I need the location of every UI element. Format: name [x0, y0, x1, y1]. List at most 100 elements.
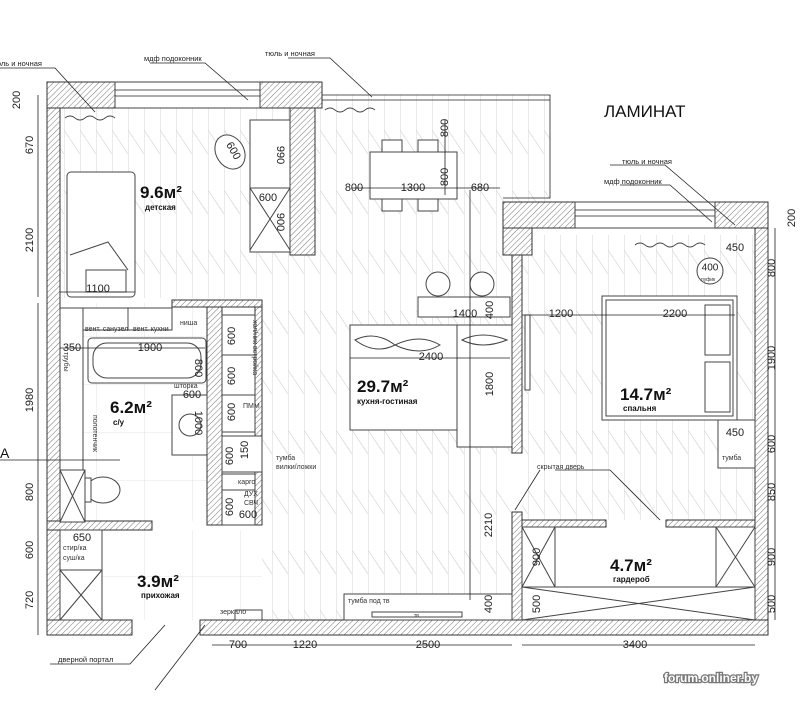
dim: 2100 — [24, 228, 36, 252]
desk-chair — [214, 134, 246, 170]
dim: 650 — [73, 532, 91, 544]
dim: 2210 — [483, 513, 495, 537]
note: СВЧ — [244, 500, 258, 507]
hall-area: 3.9м² — [137, 572, 179, 591]
dim: 1220 — [293, 639, 317, 651]
dim: 400 — [483, 595, 495, 613]
watermark: forum.onliner.by — [664, 671, 758, 685]
dim: 800 — [192, 359, 204, 377]
dim: 600 — [224, 498, 236, 516]
dim: 900 — [766, 548, 778, 566]
dim: 600 — [259, 192, 277, 204]
note: полотенчик — [91, 415, 98, 453]
note: вилки/ложки — [276, 464, 316, 471]
dim: 1300 — [401, 182, 425, 194]
note: вент. кухни — [133, 326, 169, 333]
bathtub — [87, 337, 207, 384]
dim: 600 — [226, 327, 238, 345]
walls — [46, 81, 769, 636]
dim: 200 — [11, 91, 23, 109]
note: ниша — [180, 320, 197, 327]
kids-area: 9.6м² — [140, 183, 182, 202]
dim: 1100 — [86, 283, 110, 295]
note: скрытая дверь — [537, 464, 585, 471]
bath-area: 6.2м² — [110, 398, 152, 417]
dimension-lines — [0, 57, 776, 691]
dim: 680 — [471, 182, 489, 194]
dim: 2400 — [419, 351, 443, 363]
note: хол/ник встройка — [251, 320, 259, 375]
note: трубы — [62, 352, 70, 372]
dim: 500 — [531, 595, 543, 613]
dim: 400 — [484, 301, 496, 319]
note: мдф подоконник — [604, 177, 662, 186]
pouf — [696, 257, 724, 285]
dim: 600 — [766, 435, 778, 453]
double-bed — [601, 295, 738, 421]
note: зеркало — [220, 609, 246, 616]
bar-counter — [417, 296, 511, 318]
bar-stool — [469, 271, 495, 297]
dim: 1900 — [138, 342, 162, 354]
bedroom-name: спальня — [623, 404, 657, 413]
dim: 900 — [531, 548, 543, 566]
note: пуфик — [701, 277, 716, 283]
dim: 2200 — [663, 308, 687, 320]
tv — [371, 611, 463, 618]
hall-name: прихожая — [141, 591, 180, 600]
dim: 1000 — [192, 411, 204, 435]
kitchen-name: кухня-гостиная — [357, 397, 418, 406]
bedroom-area: 14.7м² — [620, 385, 672, 404]
dim: 600 — [226, 367, 238, 385]
dim: 1900 — [766, 346, 778, 370]
note: стир/ка — [63, 545, 87, 552]
note: карго — [238, 479, 255, 486]
note: тюль и ночная — [0, 59, 42, 68]
laminate-label: ЛАМИНАТ — [604, 102, 686, 121]
dim: 200 — [786, 209, 798, 227]
note: ДУХ — [244, 491, 258, 498]
dim: 500 — [766, 595, 778, 613]
note: ПММ — [243, 403, 260, 410]
dim: 670 — [24, 136, 36, 154]
note: шторка — [174, 383, 198, 390]
kids-bed — [66, 171, 136, 298]
kitchen-island — [349, 324, 458, 431]
windows — [64, 81, 716, 248]
dim: 1400 — [453, 308, 477, 320]
dim: 800 — [24, 483, 36, 501]
dim: 700 — [229, 639, 247, 651]
bar-stool — [425, 271, 451, 297]
dim: 850 — [766, 483, 778, 501]
kids-name: детская — [145, 203, 176, 212]
dim: 800 — [439, 119, 451, 137]
dim: 350 — [63, 342, 81, 354]
room-labels: 9.6м² детская 6.2м² с/у 3.9м² прихожая 2… — [110, 183, 672, 600]
dim: 1800 — [484, 372, 496, 396]
note: тюль и ночная — [622, 157, 672, 166]
dim: 450 — [726, 242, 744, 254]
dim: 800 — [439, 168, 451, 186]
bath-name: с/у — [113, 418, 125, 427]
dim: 800 — [766, 259, 778, 277]
note: дверной портал — [58, 655, 113, 664]
note: тюль и ночная — [265, 49, 315, 58]
note: мдф подоконник — [144, 54, 202, 63]
dim: 720 — [24, 591, 36, 609]
kids-wardrobe — [249, 119, 291, 253]
dim: 600 — [183, 389, 201, 401]
dim: 1980 — [24, 388, 36, 412]
dim: 600 — [224, 447, 236, 465]
dim: 990 — [274, 146, 286, 164]
dim: 1200 — [549, 308, 573, 320]
note: тумба — [276, 454, 295, 462]
dim: 150 — [239, 441, 251, 459]
furniture — [59, 119, 756, 621]
dim: 450 — [726, 427, 744, 439]
dim: 600 — [226, 403, 238, 421]
section-mark: A — [0, 445, 10, 461]
dimensions: 200 670 2100 1980 800 600 720 600 990 60… — [11, 91, 798, 651]
annotations: тюль и ночная мдф подоконник тюль и ночн… — [0, 49, 760, 686]
dim: 400 — [702, 263, 719, 274]
